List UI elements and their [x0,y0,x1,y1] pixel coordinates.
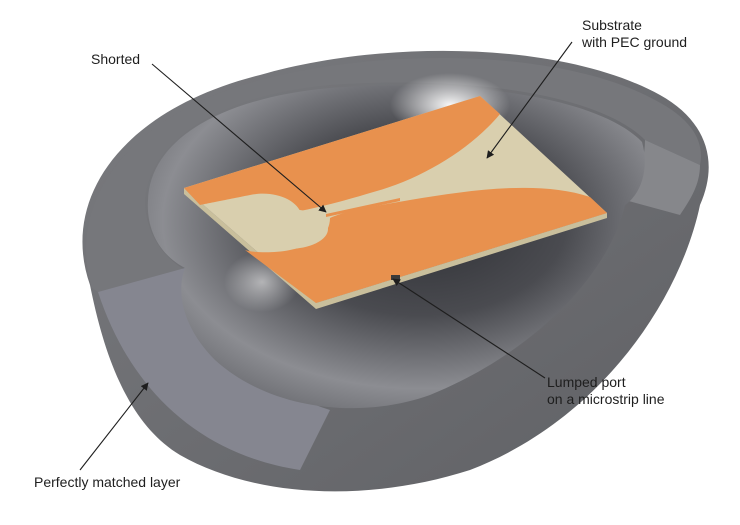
pml-top-rim [86,58,701,293]
label-substrate: Substrate with PEC ground [582,17,687,51]
label-port-line1: Lumped port [547,374,626,390]
label-shorted-text: Shorted [91,51,141,67]
label-pml-text: Perfectly matched layer [34,474,181,490]
lumped-port [391,275,400,280]
pointer-shorted [151,63,327,213]
label-port-line2: on a microstrip line [547,391,665,407]
conductor-upper-patch [184,96,500,211]
pointer-port [392,278,546,379]
label-lumped-port: Lumped port on a microstrip line [547,374,665,408]
microstrip-feed-line [326,198,400,217]
pointer-substrate [486,41,573,159]
conductor-lower-patch [245,187,607,303]
pointer-pml [79,382,149,471]
label-substrate-line2: with PEC ground [582,34,688,50]
shorted-disk [248,209,328,249]
pml-cut-face-left [98,268,330,470]
label-pml: Perfectly matched layer [34,474,180,491]
label-shorted: Shorted [91,51,140,68]
label-substrate-line1: Substrate [582,17,642,33]
